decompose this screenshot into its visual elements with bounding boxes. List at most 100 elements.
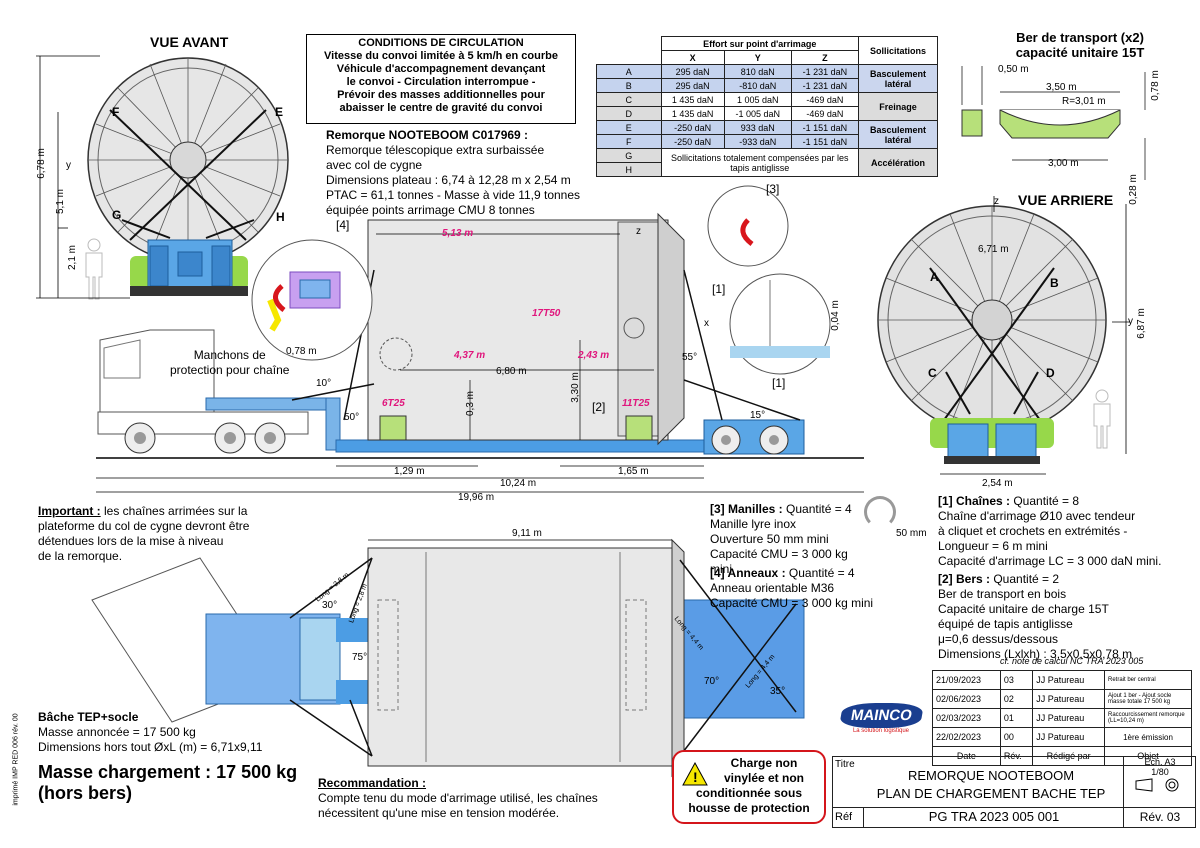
soll-cell: Basculement latéral [858,64,938,93]
soll-cell: Accélération [858,148,938,177]
side-ref3: [3] [766,182,780,196]
side-b2: 1,65 m [618,466,649,477]
top-ang4: 35° [770,686,786,697]
rev-num: 01 [999,708,1034,728]
side-d6: 0,3 m [465,390,477,417]
cradle-h2: 0,28 m [1127,174,1139,205]
ref-value: PG TRA 2023 005 001 [863,807,1124,827]
mass-line1: Masse chargement : 17 500 kg [38,762,298,782]
side-d5: 3,30 m [569,372,581,403]
side-view-drawing [96,185,864,493]
rear-label-c: C [928,366,937,380]
scale-format: Ech. A3 [1144,757,1176,767]
effort-table-title: Effort sur point d'arrimage [660,36,859,51]
rear-label-a: A [930,270,939,284]
side-d2: 4,37 m [454,350,486,361]
top-ang1: 30° [322,600,338,611]
warning-text-2: conditionnée sous housse de protection [678,786,820,816]
trailer-line: PTAC = 61,1 tonnes - Masse à vide 11,9 t… [326,188,581,202]
conditions-box: CONDITIONS DE CIRCULATION Vitesse du con… [306,34,576,124]
shackles-block: [3] Manilles : Quantité = 4 Manille lyre… [710,502,870,577]
rear-label-d: D [1046,366,1055,380]
bers-title: [2] Bers : [938,572,991,586]
rings-line: Capacité CMU = 3 000 kg mini [710,596,874,610]
col-y: Y [723,50,792,65]
side-d1: 5,13 m [442,228,474,239]
bers-line: Capacité unitaire de charge 15T [938,602,1109,616]
conditions-line: Véhicule d'accompagnement devançant [336,63,546,75]
recommendation-title: Recommandation : [318,776,427,790]
mainco-logo: MAINCO [838,702,924,728]
shackles-line: Manille lyre inox [710,517,797,531]
svg-text:!: ! [693,769,698,785]
side-ang4: 15° [750,410,766,421]
titre-line2: PLAN DE CHARGEMENT BACHE TEP [876,786,1106,801]
side-ang1: 10° [316,378,332,389]
important-line: de la remorque. [38,549,123,563]
side-d7: 0,04 m [829,300,841,331]
soll-header: Sollicitations [858,36,938,65]
bers-line: Dimensions (Lxlxh) : 3,5x0,5x0,78 m [938,647,1133,661]
front-label-f: F [112,105,120,119]
important-note: Important : les chaînes arrimées sur la … [38,504,298,564]
front-dim-axis: 5,1 m [55,188,67,215]
side-ref1b: [1] [772,376,786,390]
rear-axis-y: y [1128,316,1133,327]
side-d3: 2,43 m [578,350,610,361]
titre-text: REMORQUE NOOTEBOOM PLAN DE CHARGEMENT BA… [861,767,1121,803]
shackles-line: Ouverture 50 mm mini [710,532,829,546]
important-text: les chaînes arrimées sur la [100,504,248,518]
rev-num: 03 [999,670,1034,690]
trailer-line: avec col de cygne [326,158,423,172]
effort-table: Effort sur point d'arrimage Sollicitatio… [596,36,938,177]
cradle-d1: 0,50 m [998,64,1029,75]
chains-line: à cliquet et crochets en extrémités - [938,524,1128,538]
table-row: H [596,162,938,177]
manchon-label: Manchons de protection pour chaîne [170,348,289,378]
side-ref4: [4] [336,218,350,232]
projection-symbol-icon [1135,778,1179,792]
logo-cell: MAINCO La solution logistique [830,671,933,766]
load-title: Bâche TEP+socle [38,710,139,724]
load-line: Masse annoncée = 17 500 kg [38,725,196,739]
bers-line: Ber de transport en bois [938,587,1067,601]
chains-block: [1] Chaînes : Quantité = 8 Chaîne d'arri… [938,494,1194,569]
front-view-drawing [36,55,289,300]
side-b4: 19,96 m [458,492,495,503]
side-ref2: [2] [592,400,606,414]
rev-object: Raccourcissement remorque (LL=10,24 m) [1104,708,1192,728]
side-w1: 6T25 [382,398,405,409]
front-axis-y: y [66,160,71,171]
shackles-title: [3] Manilles : [710,502,783,516]
chains-title: [1] Chaînes : [938,494,1011,508]
cradle-drawing [961,66,1146,180]
trailer-line: Dimensions plateau : 6,74 à 12,28 m x 2,… [326,173,571,187]
table-row: F-250 daN-933 daN-1 151 daN [596,134,938,149]
warning-line: vinylée et non [723,771,805,785]
soll-cell: Freinage [858,92,938,121]
rings-title: [4] Anneaux : [710,566,786,580]
side-b1: 1,29 m [394,466,425,477]
title-block: Titre REMORQUE NOOTEBOOM PLAN DE CHARGEM… [832,756,1196,828]
cradle-d3: 3,00 m [1048,158,1079,169]
chains-line: Chaîne d'arrimage Ø10 avec tendeur [938,509,1136,523]
logo-sub: La solution logistique [852,727,910,734]
warning-icon: ! [682,762,708,786]
warning-line: Charge non [730,756,798,770]
rev-num: 02 [999,689,1034,709]
warning-line: conditionnée sous [695,786,802,800]
shackle-dim: 50 mm [896,528,927,539]
important-line: détendues lors de la mise à niveau [38,534,224,548]
titre-line1: REMORQUE NOOTEBOOM [907,768,1075,783]
side-ang3: 55° [682,352,698,363]
rear-axis-z: z [994,196,999,207]
revision-table: MAINCO La solution logistique 21/09/2023… [830,670,1192,766]
side-w2: 11T25 [622,398,650,409]
front-view-title: VUE AVANT [150,34,229,50]
recommendation-line: Compte tenu du mode d'arrimage utilisé, … [318,791,598,805]
